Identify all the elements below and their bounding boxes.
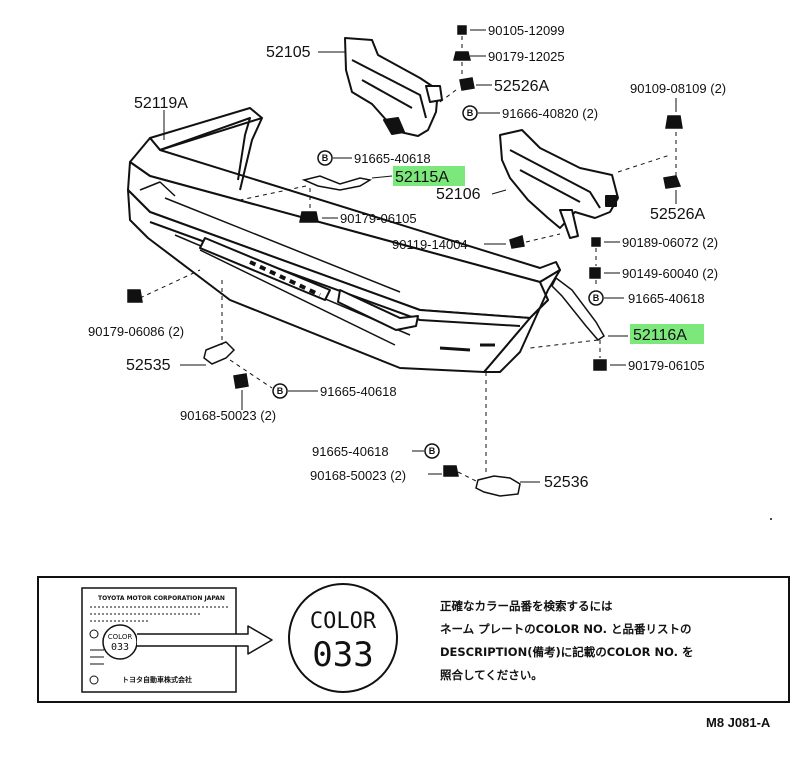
part-labels[interactable]: 52105 90105-12099 90179-12025 52526A 916… xyxy=(88,23,726,491)
color-note: 正確なカラー品番を検索するには ネーム プレートのCOLOR NO. と品番リス… xyxy=(440,599,694,682)
part-label-90109-08109[interactable]: 90109-08109 (2) xyxy=(630,81,726,96)
part-label-90179-06105-b[interactable]: 90179-06105 xyxy=(628,358,705,373)
part-label-52526A-top[interactable]: 52526A xyxy=(494,78,549,95)
plate-color-small: COLOR xyxy=(108,633,133,641)
part-label-91665-40618-b[interactable]: 91665-40618 xyxy=(628,291,705,306)
part-label-90179-06086[interactable]: 90179-06086 (2) xyxy=(88,324,184,339)
part-label-90179-06105-a[interactable]: 90179-06105 xyxy=(340,211,417,226)
b-icon: B xyxy=(593,293,600,303)
part-label-52116A[interactable]: 52116A xyxy=(633,327,687,344)
part-label-90149-60040[interactable]: 90149-60040 (2) xyxy=(622,266,718,281)
color-code-circle: COLOR 033 xyxy=(288,583,398,693)
note-line-4: 照合してください。 xyxy=(440,668,543,682)
plate-footer: トヨタ自動車株式会社 xyxy=(122,675,192,684)
plate-header: TOYOTA MOTOR CORPORATION JAPAN xyxy=(98,595,225,602)
part-label-90119-14004[interactable]: 90119-14004 xyxy=(392,237,468,252)
part-label-52536[interactable]: 52536 xyxy=(544,474,589,491)
part-label-52119A[interactable]: 52119A xyxy=(134,95,188,112)
part-label-52535[interactable]: 52535 xyxy=(126,357,171,374)
color-info-box: TOYOTA MOTOR CORPORATION JAPAN COLOR 033… xyxy=(37,576,790,703)
b-marker-icons xyxy=(272,105,604,459)
part-label-91665-40618-a[interactable]: 91665-40618 xyxy=(354,151,431,166)
dashed-guide-lines xyxy=(139,36,677,483)
print-dot xyxy=(770,518,772,520)
part-label-90189-06072[interactable]: 90189-06072 (2) xyxy=(622,235,718,250)
b-icon: B xyxy=(322,153,329,163)
retainer-52105-drawing xyxy=(344,37,443,137)
note-line-2: ネーム プレートのCOLOR NO. と品番リストの xyxy=(440,622,691,636)
part-label-52105[interactable]: 52105 xyxy=(266,44,311,61)
part-label-91665-40618-c[interactable]: 91665-40618 xyxy=(320,384,397,399)
part-label-52115A[interactable]: 52115A xyxy=(395,169,449,186)
part-label-90168-50023-b[interactable]: 90168-50023 (2) xyxy=(310,468,406,483)
highlight-52115A xyxy=(393,166,465,186)
part-label-91666-40820[interactable]: 91666-40820 (2) xyxy=(502,106,598,121)
b-icon: B xyxy=(467,108,474,118)
leader-lines xyxy=(163,29,677,483)
part-label-90105-12099[interactable]: 90105-12099 xyxy=(488,23,565,38)
b-icon: B xyxy=(429,446,436,456)
arrow-right-icon xyxy=(137,625,273,655)
diagram-code: M8 J081-A xyxy=(706,715,771,730)
bumper-cover-drawing xyxy=(127,107,561,373)
part-label-90168-50023-a[interactable]: 90168-50023 (2) xyxy=(180,408,276,423)
part-label-90179-12025[interactable]: 90179-12025 xyxy=(488,49,565,64)
color-code: 033 xyxy=(312,635,373,675)
part-label-52526A-right[interactable]: 52526A xyxy=(650,206,705,223)
retainer-52106-drawing xyxy=(499,129,619,239)
b-icon: B xyxy=(277,386,284,396)
part-label-91665-40618-d[interactable]: 91665-40618 xyxy=(312,444,389,459)
note-line-1: 正確なカラー品番を検索するには xyxy=(440,599,613,613)
part-label-52106[interactable]: 52106 xyxy=(436,186,481,203)
plate-code-small: 033 xyxy=(111,642,129,653)
color-word: COLOR xyxy=(310,609,377,634)
highlight-52116A xyxy=(630,324,704,344)
note-line-3: DESCRIPTION(備考)に記載のCOLOR NO. を xyxy=(440,645,694,659)
fasteners-drawing xyxy=(127,25,683,497)
